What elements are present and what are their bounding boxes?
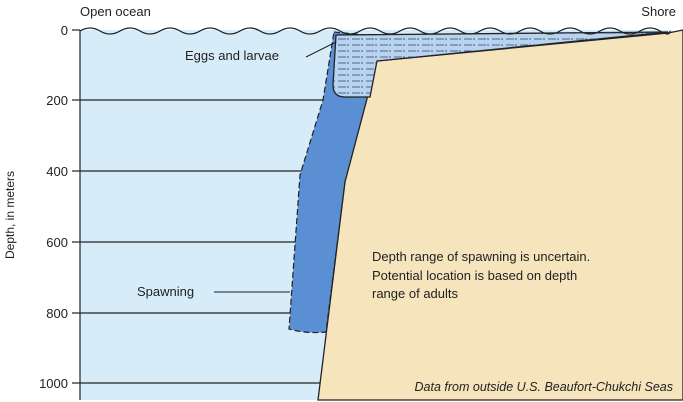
note-line-2: Potential location is based on depth — [372, 268, 577, 283]
depth-tick-0: 0 — [61, 23, 68, 38]
depth-tick-1000: 1000 — [39, 376, 68, 391]
depth-tick-600: 600 — [46, 235, 68, 250]
shore-label: Shore — [641, 4, 676, 19]
axis-ticks — [72, 30, 80, 383]
depth-tick-200: 200 — [46, 93, 68, 108]
source-note: Data from outside U.S. Beaufort-Chukchi … — [415, 380, 673, 394]
spawning-label: Spawning — [137, 284, 194, 299]
note-line-1: Depth range of spawning is uncertain. — [372, 249, 590, 264]
depth-tick-800: 800 — [46, 306, 68, 321]
depth-tick-400: 400 — [46, 164, 68, 179]
open-ocean-label: Open ocean — [80, 4, 151, 19]
eggs-larvae-label: Eggs and larvae — [185, 48, 279, 63]
note-line-3: range of adults — [372, 286, 459, 301]
y-axis-label: Depth, in meters — [3, 171, 17, 259]
